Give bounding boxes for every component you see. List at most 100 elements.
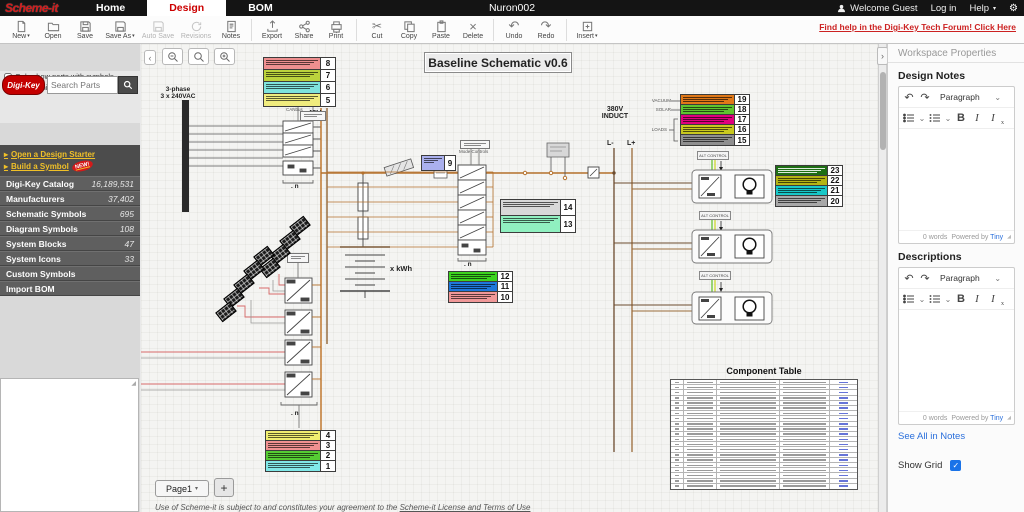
design-notes-textarea[interactable] [899,129,1014,230]
component-table[interactable] [670,379,858,490]
tab-bom[interactable]: BOM [248,2,273,14]
net-table-row[interactable]: 3 [266,441,335,451]
chevron-down-icon[interactable]: ⌄ [918,294,926,304]
descriptions-textarea[interactable] [899,310,1014,411]
alt-control-box[interactable]: ALT CONTROL [699,211,731,220]
net-table-row[interactable]: 19 [681,95,749,105]
net-table-row[interactable]: 10 [449,292,512,302]
undo-button[interactable]: ↶ Undo [505,18,523,40]
resize-handle-icon[interactable]: ◢ [131,381,136,387]
mode-controls-box[interactable] [460,140,490,149]
redo-button[interactable]: ↷ Redo [537,18,555,40]
bold-button[interactable]: B [957,112,965,124]
collapse-sidebar-button[interactable]: ‹ [144,50,156,65]
net-table-row[interactable]: 9 [422,156,455,170]
net-table-row[interactable]: 18 [681,105,749,115]
chevron-down-icon[interactable]: ⌄ [918,113,926,123]
tab-design[interactable]: Design [147,0,227,16]
license-link[interactable]: Scheme-it License and Terms of Use [399,503,531,512]
net-table-row[interactable]: 7 [264,70,335,82]
editor-redo-icon[interactable]: ↷ [920,272,930,285]
page-tab-page1[interactable]: Page1▾ [155,480,209,497]
net-table-row[interactable]: 13 [501,216,575,232]
zoom-in-button[interactable] [214,48,235,65]
login-link[interactable]: Log in [930,2,957,14]
net-table-row[interactable]: 5 [264,94,335,106]
save-as-button[interactable]: Save As▾ [101,20,139,40]
zoom-out-button[interactable] [162,48,183,65]
editor-redo-icon[interactable]: ↷ [920,91,930,104]
bullet-list-button[interactable] [902,291,916,307]
insert-button[interactable]: Insert▾ [571,20,603,40]
power-controls-box[interactable] [287,253,309,263]
save-button[interactable]: Save [69,20,101,40]
net-table-row[interactable]: 16 [681,125,749,135]
net-table-row[interactable]: 23 [776,166,842,176]
bullet-list-button[interactable] [902,110,916,126]
resize-handle-icon[interactable]: ◢ [1007,234,1011,240]
schematic-title-box[interactable]: Baseline Schematic v0.6 [424,52,572,73]
paragraph-dropdown[interactable]: Paragraph⌄ [940,89,1002,105]
net-table-row[interactable]: 2 [266,451,335,461]
print-button[interactable]: Print [320,20,352,40]
bold-button[interactable]: B [957,293,965,305]
tab-home[interactable]: Home [96,2,126,14]
net-table-row[interactable]: 11 [449,282,512,292]
net-table-row[interactable]: 21 [776,186,842,196]
numbered-list-button[interactable] [928,110,942,126]
copy-button[interactable]: Copy [393,20,425,40]
tech-forum-help-link[interactable]: Find help in the Digi-Key Tech Forum! Cl… [819,22,1016,32]
canvas-vertical-scrollbar[interactable] [878,44,887,512]
sidebar-item-import-bom[interactable]: Import BOM [0,281,140,296]
add-page-button[interactable]: + [214,478,234,497]
sidebar-item-custom-symbols[interactable]: Custom Symbols [0,266,140,281]
open-button[interactable]: Open [37,20,69,40]
chevron-down-icon[interactable]: ⌄ [944,294,952,304]
net-table-row[interactable]: 6 [264,82,335,94]
italic-button[interactable]: I [975,293,979,305]
tiny-link[interactable]: Tiny [990,414,1004,422]
net-table-row[interactable]: 1 [266,461,335,471]
net-table-row[interactable]: 14 [501,200,575,216]
net-table-row[interactable]: 12 [449,272,512,282]
search-button[interactable] [118,76,138,94]
zoom-reset-button[interactable] [188,48,209,65]
delete-button[interactable]: × Delete [462,18,484,40]
editor-undo-icon[interactable]: ↶ [904,272,914,285]
paste-button[interactable]: Paste [425,19,457,40]
scrollbar-thumb[interactable] [880,72,886,150]
help-menu[interactable]: Help▾ [969,2,997,14]
notes-button[interactable]: Notes [215,20,247,40]
welcome-guest[interactable]: Welcome Guest [837,3,918,14]
numbered-list-button[interactable] [928,291,942,307]
alt-control-box[interactable]: ALT CONTROL [697,151,729,160]
new-button[interactable]: New▾ [5,20,37,40]
gear-icon[interactable]: ⚙ [1009,2,1018,14]
open-design-starter-link[interactable]: ▸Open a Design Starter [4,149,96,159]
scheme-it-logo[interactable]: Scheme-it [5,1,58,15]
show-grid-checkbox[interactable]: ✓ [950,460,962,471]
net-table-row[interactable]: 8 [264,58,335,70]
italic-button[interactable]: I [975,112,979,124]
cut-button[interactable]: ✂ Cut [371,19,383,40]
alt-control-box[interactable]: ALT CONTROL [699,271,731,280]
net-table-row[interactable]: 15 [681,135,749,145]
paragraph-dropdown[interactable]: Paragraph⌄ [940,270,1002,286]
see-all-in-notes-link[interactable]: See All in Notes [898,431,966,442]
net-table-row[interactable]: 20 [776,196,842,206]
meter-box[interactable] [300,111,326,121]
